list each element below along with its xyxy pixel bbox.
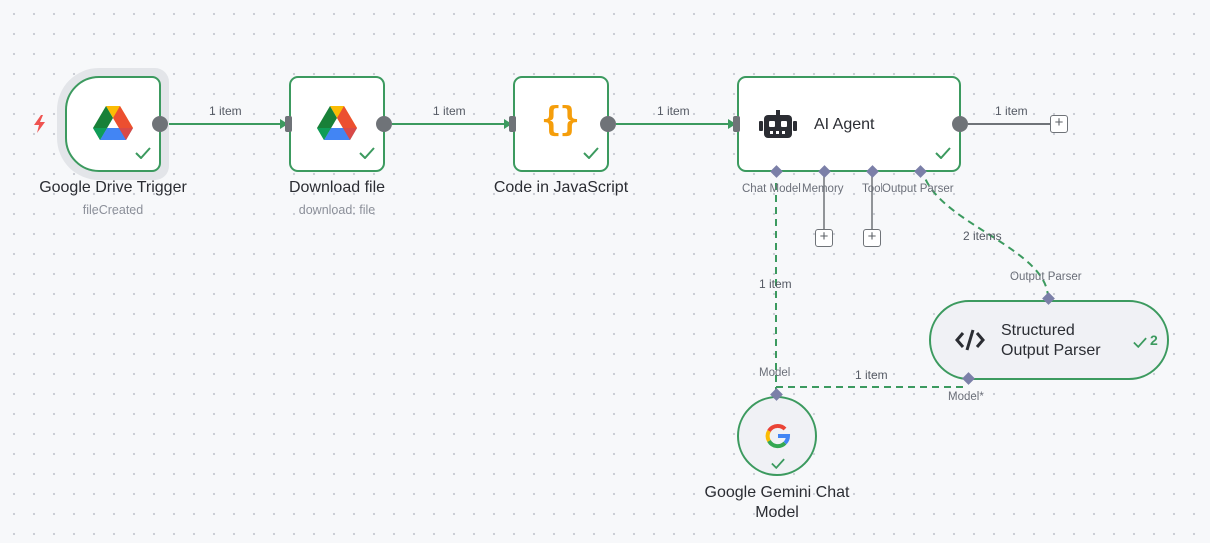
success-check-icon	[771, 456, 785, 474]
node-google-drive-trigger[interactable]	[65, 76, 161, 172]
success-check-icon	[135, 146, 151, 164]
node-title-line2: Output Parser	[1001, 342, 1101, 359]
node-google-gemini-chat-model[interactable]	[737, 396, 817, 476]
edge-label: 1 item	[209, 104, 242, 118]
edge-label: 1 item	[855, 368, 888, 382]
arrow-head	[280, 119, 288, 129]
input-handle[interactable]	[509, 116, 516, 132]
node-subtitle: fileCreated	[82, 203, 144, 217]
port-label-output-parser: Output Parser	[882, 183, 954, 195]
node-title: Download file	[288, 179, 386, 196]
success-check-icon	[1133, 335, 1147, 353]
edge-parser-output-parser	[924, 177, 1049, 299]
node-code-in-javascript[interactable]: {}	[513, 76, 609, 172]
output-handle[interactable]	[376, 116, 392, 132]
run-count-badge: 2	[1150, 332, 1158, 348]
node-structured-output-parser[interactable]: Structured Output Parser 2	[929, 300, 1169, 380]
input-handle[interactable]	[285, 116, 292, 132]
output-handle[interactable]	[152, 116, 168, 132]
edge-label: 1 item	[759, 277, 792, 291]
port-label-memory: Memory	[802, 183, 844, 195]
node-title: AI Agent	[814, 116, 875, 133]
node-title-line2: Model	[755, 504, 799, 521]
code-icon	[955, 328, 985, 357]
add-memory-button[interactable]: +	[815, 229, 833, 247]
port-label-model: Model	[759, 367, 791, 379]
arrow-head	[728, 119, 736, 129]
edge-label: 2 items	[963, 229, 1002, 243]
lightning-bolt-icon	[33, 115, 47, 138]
port-label-output-parser: Output Parser	[1010, 271, 1082, 283]
success-check-icon	[935, 146, 951, 164]
curly-braces-icon: {}	[541, 100, 580, 140]
port-label-tool: Tool	[862, 183, 882, 195]
edge-label: 1 item	[995, 104, 1028, 118]
node-title-line1: Google Gemini Chat	[704, 484, 850, 501]
node-title-line1: Structured	[1001, 322, 1075, 339]
arrow-head	[504, 119, 512, 129]
add-tool-button[interactable]: +	[863, 229, 881, 247]
success-check-icon	[359, 146, 375, 164]
node-subtitle: download: file	[298, 203, 376, 217]
output-handle[interactable]	[600, 116, 616, 132]
node-ai-agent[interactable]: AI Agent	[737, 76, 961, 172]
port-label-chat-model: Chat Model	[742, 183, 801, 195]
port-label-model-required: Model*	[948, 391, 984, 403]
node-download-file[interactable]	[289, 76, 385, 172]
input-handle[interactable]	[733, 116, 740, 132]
edge-label: 1 item	[433, 104, 466, 118]
success-check-icon	[583, 146, 599, 164]
google-g-icon	[764, 422, 792, 455]
output-handle[interactable]	[952, 116, 968, 132]
add-next-node-button[interactable]: +	[1050, 115, 1068, 133]
google-drive-icon	[93, 106, 133, 147]
node-title: Code in JavaScript	[493, 179, 629, 196]
node-title: Google Drive Trigger	[39, 179, 187, 196]
robot-icon	[759, 110, 797, 145]
edge-label: 1 item	[657, 104, 690, 118]
google-drive-icon	[317, 106, 357, 147]
